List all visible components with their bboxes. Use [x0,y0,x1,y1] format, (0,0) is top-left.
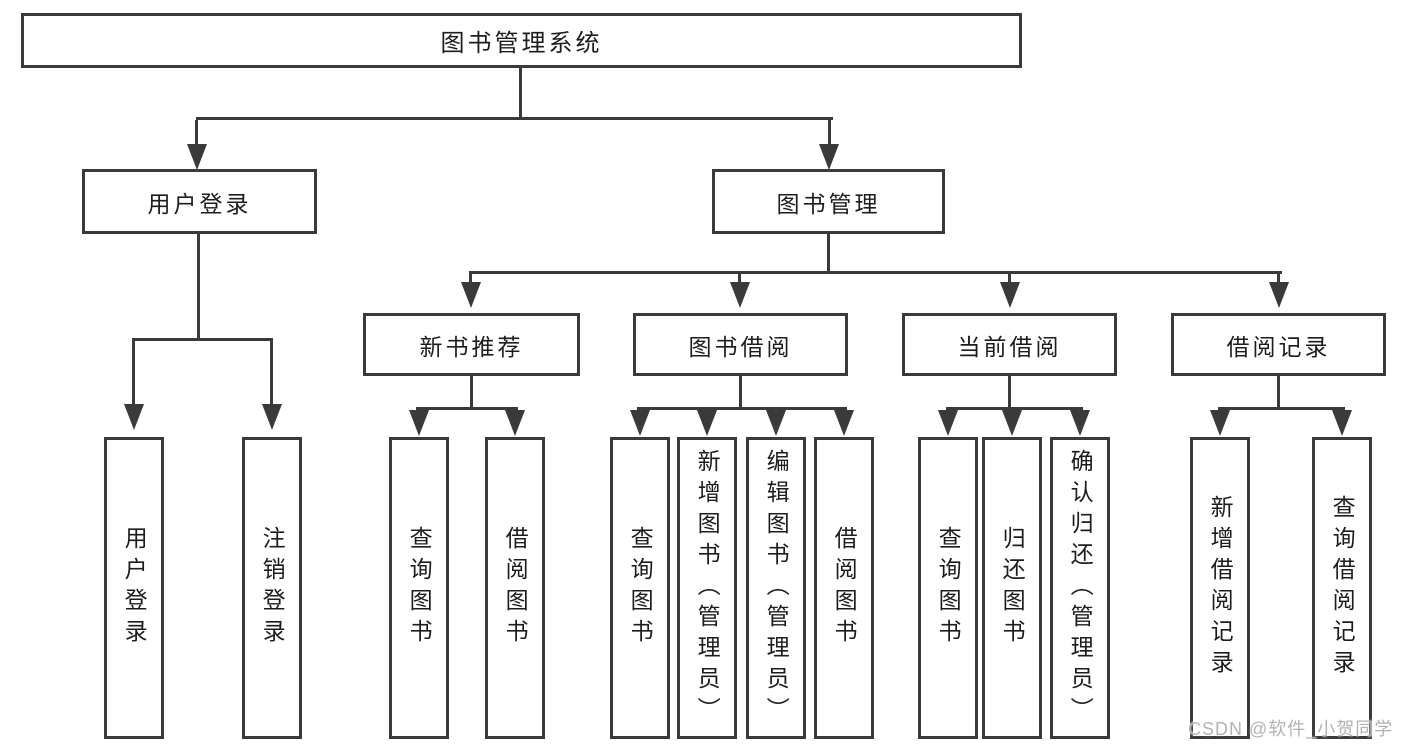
arrowhead-icon-leaf-logout [262,404,282,430]
leaf-node-user-login: 用户登录 [104,437,164,739]
connector-root-stem [519,68,522,117]
arrowhead-icon-m1-borrow-books [505,410,525,436]
arrowhead-icon-borrow-records [1269,282,1289,308]
connector-module1-crossbar [416,407,518,410]
arrowhead-icon-m4-add-record [1210,410,1230,436]
module-node-new-book-recommend: 新书推荐 [363,313,580,376]
arrowhead-icon-m2-edit-books [766,410,786,436]
connector-module4-stem [1277,376,1280,409]
connector-module1-stem [470,376,473,409]
leaf-node-add-borrow-record: 新增借阅记录 [1190,437,1250,739]
arrowhead-icon-m3-return-books [1002,410,1022,436]
leaf-node-add-borrow-record-label: 新增借阅记录 [1207,495,1234,681]
connector-module3-stem [1008,376,1011,409]
branch-node-user-login-label: 用户登录 [147,190,252,217]
leaf-node-logout: 注销登录 [242,437,302,739]
module-node-book-borrow-label: 图书借阅 [688,333,793,360]
leaf-node-borrow-books-2-label: 借阅图书 [831,526,858,650]
watermark: CSDN @软件_小贺同学 [1188,719,1394,739]
connector-book-mgmt-drop-3 [1008,274,1011,283]
connector-user-login-right-drop [270,341,273,405]
branch-node-book-management-label: 图书管理 [776,190,881,217]
connector-user-login-crossbar [132,338,273,341]
leaf-node-query-books-2: 查询图书 [610,437,670,739]
leaf-node-query-borrow-record: 查询借阅记录 [1312,437,1372,739]
arrowhead-icon-m4-query-record [1332,410,1352,436]
arrowhead-icon-new-book-recommend [461,282,481,308]
branch-node-user-login: 用户登录 [82,169,317,234]
arrowhead-icon-user-login [187,144,207,170]
leaf-node-add-books-admin: 新增图书（管理员） [677,437,737,739]
arrowhead-icon-m2-add-books [697,410,717,436]
connector-module2-crossbar [637,407,847,410]
leaf-node-query-books-3-label: 查询图书 [935,526,962,650]
connector-module4-crossbar [1218,407,1345,410]
leaf-node-query-books-2-label: 查询图书 [627,526,654,650]
root-node-library-system: 图书管理系统 [21,13,1022,68]
module-node-new-book-recommend-label: 新书推荐 [419,333,524,360]
leaf-node-return-books: 归还图书 [982,437,1042,739]
leaf-node-add-books-admin-label: 新增图书（管理员） [694,448,721,728]
arrowhead-icon-m2-query-books [630,410,650,436]
arrowhead-icon-current-borrow [1000,282,1020,308]
leaf-node-borrow-books-2: 借阅图书 [814,437,874,739]
connector-user-login-stem [197,234,200,338]
leaf-node-edit-books-admin-label: 编辑图书（管理员） [763,448,790,728]
connector-book-mgmt-drop-4 [1277,274,1280,283]
leaf-node-confirm-return-admin-label: 确认归还（管理员） [1067,448,1094,728]
connector-root-crossbar [196,117,833,120]
connector-book-mgmt-stem [827,234,830,273]
arrowhead-icon-leaf-user-login [124,404,144,430]
module-node-borrow-records: 借阅记录 [1171,313,1386,376]
arrowhead-icon-book-management [819,144,839,170]
module-node-borrow-records-label: 借阅记录 [1226,333,1331,360]
connector-book-mgmt-drop-2 [738,274,741,283]
connector-root-right-drop [828,120,831,145]
connector-root-left-drop [195,120,198,145]
connector-user-login-left-drop [132,341,135,405]
leaf-node-query-books-1: 查询图书 [389,437,449,739]
leaf-node-borrow-books-1: 借阅图书 [485,437,545,739]
leaf-node-query-borrow-record-label: 查询借阅记录 [1329,495,1356,681]
module-node-book-borrow: 图书借阅 [633,313,848,376]
arrowhead-icon-m1-query-books [409,410,429,436]
arrowhead-icon-m2-borrow-books [834,410,854,436]
arrowhead-icon-m3-query-books [938,410,958,436]
arrowhead-icon-book-borrow [730,282,750,308]
leaf-node-logout-label: 注销登录 [259,526,286,650]
leaf-node-query-books-1-label: 查询图书 [406,526,433,650]
root-node-label: 图书管理系统 [440,30,603,57]
leaf-node-query-books-3: 查询图书 [918,437,978,739]
connector-module3-crossbar [946,407,1083,410]
leaf-node-edit-books-admin: 编辑图书（管理员） [746,437,806,739]
connector-book-mgmt-crossbar [469,271,1282,274]
leaf-node-borrow-books-1-label: 借阅图书 [502,526,529,650]
module-node-current-borrow: 当前借阅 [902,313,1117,376]
connector-module2-stem [739,376,742,409]
branch-node-book-management: 图书管理 [712,169,945,234]
leaf-node-user-login-label: 用户登录 [121,526,148,650]
module-node-current-borrow-label: 当前借阅 [957,333,1062,360]
leaf-node-return-books-label: 归还图书 [999,526,1026,650]
leaf-node-confirm-return-admin: 确认归还（管理员） [1050,437,1110,739]
connector-book-mgmt-drop-1 [469,274,472,283]
arrowhead-icon-m3-confirm-return [1070,410,1090,436]
